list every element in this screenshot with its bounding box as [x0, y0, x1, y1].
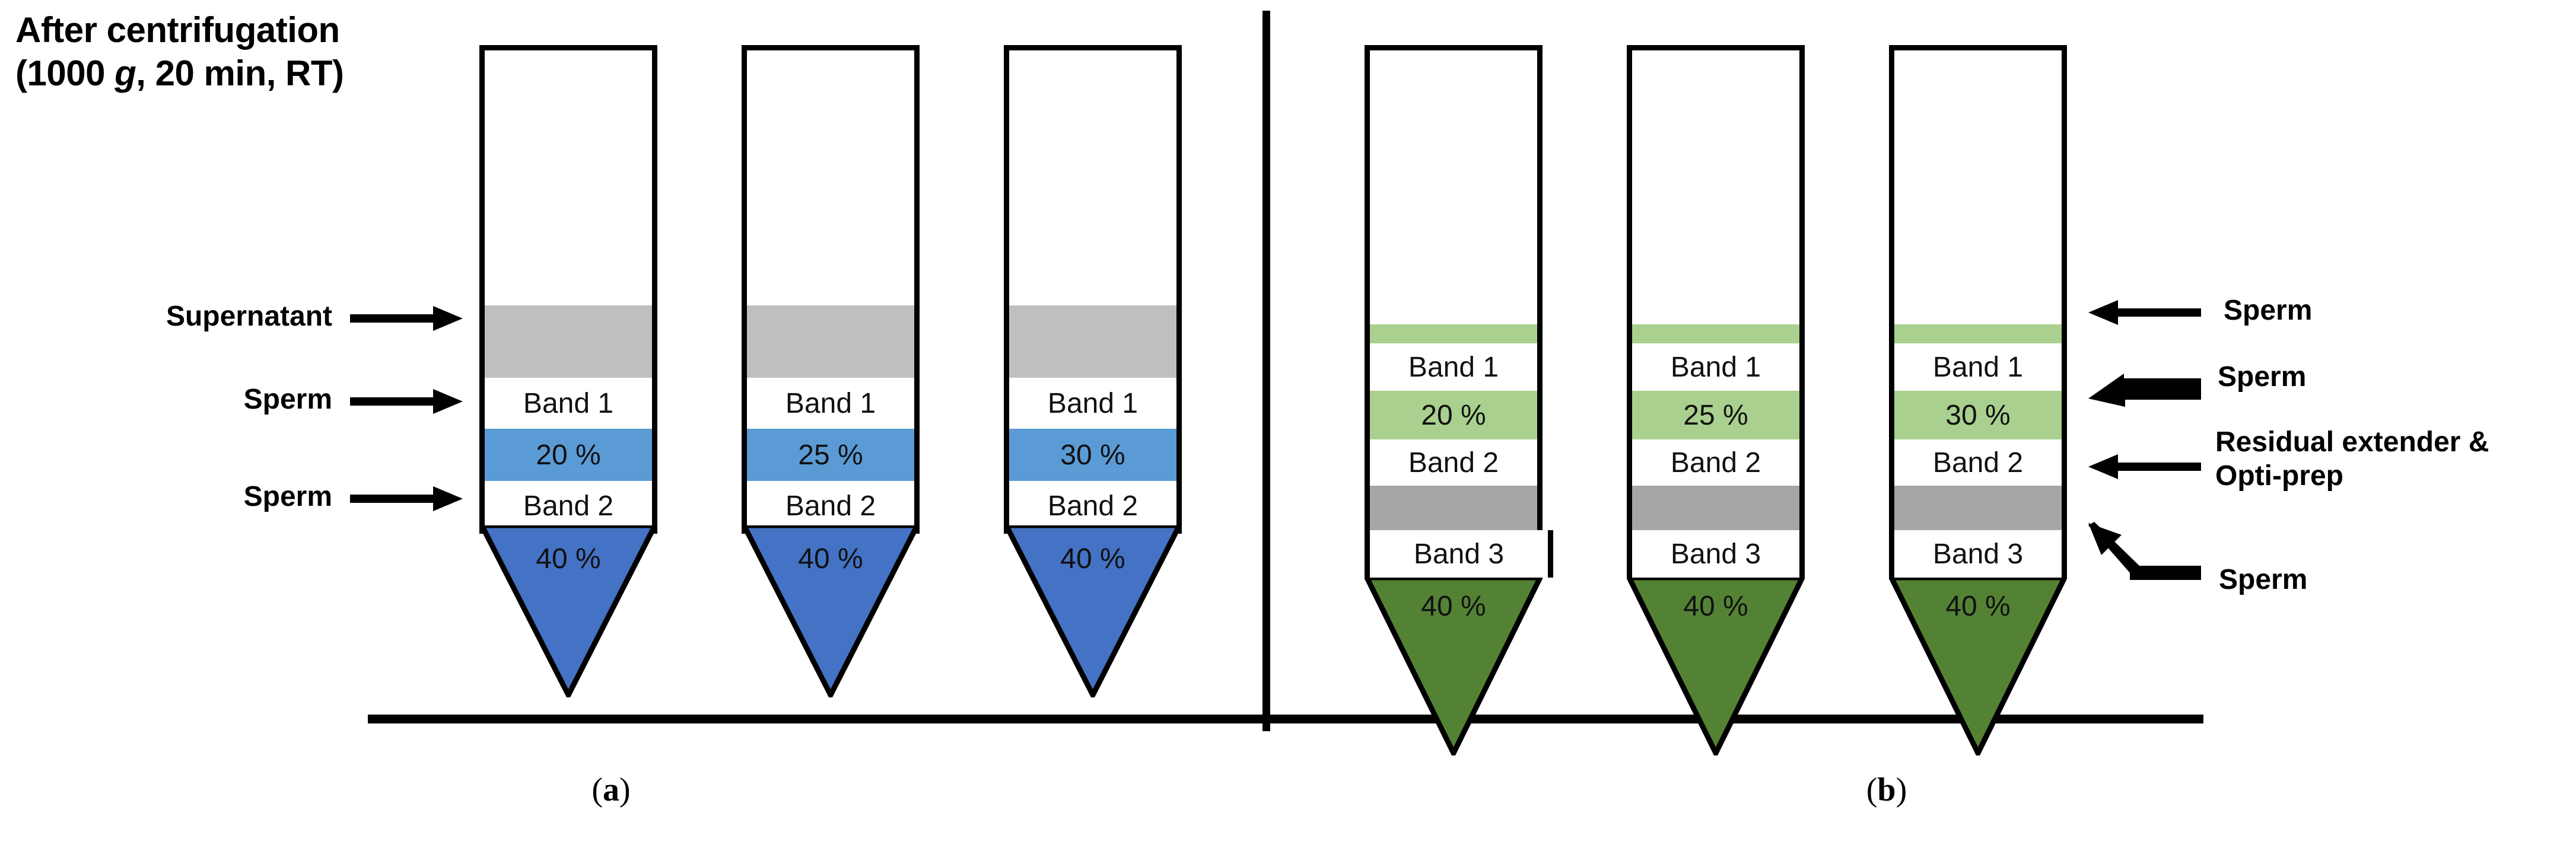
panel-divider [1262, 11, 1270, 731]
tube-b-3-layer-thin-gradient [1894, 324, 2062, 343]
tube-a-1-tip [479, 525, 657, 697]
tube-a-3-body: Band 1 30 % Band 2 [1004, 45, 1182, 534]
annotation-residual-extender-line1: Residual extender & [2215, 426, 2489, 458]
tube-b-2: Band 1 25 % Band 2 Band 3 40 % [1627, 45, 1805, 755]
tube-b-1: Band 1 20 % Band 2 Band 3 40 % [1365, 45, 1553, 755]
tube-b-1-layer-band2: Band 2 [1370, 439, 1537, 486]
tube-a-1-layer-band1: Band 1 [485, 378, 652, 429]
tube-a-3-label-40: 40 % [1060, 543, 1125, 575]
tube-b-2-label-band3: Band 3 [1627, 530, 1805, 578]
tube-b-1-label-40: 40 % [1421, 590, 1486, 622]
figure-heading: After centrifugation (1000 g, 20 min, RT… [15, 8, 466, 95]
tube-b-1-layer-gradient-20: 20 % [1370, 391, 1537, 439]
arrow-sperm-b-band2-icon [2088, 374, 2201, 416]
tube-b-1-layer-band1: Band 1 [1370, 343, 1537, 391]
baseline-rule [368, 715, 2203, 723]
arrow-sperm-b-band1-icon [2088, 298, 2201, 327]
tube-a-1-layer-supernatant [485, 305, 652, 378]
tube-a-2-label-40: 40 % [798, 543, 863, 575]
tube-a-3-layer-band1: Band 1 [1009, 378, 1176, 429]
tube-b-3-layer-residual [1894, 486, 2062, 534]
tube-a-2-layer-supernatant [747, 305, 914, 378]
annotation-sperm-b-band2: Sperm [2218, 361, 2307, 393]
tube-b-2-layer-thin-gradient [1632, 324, 1799, 343]
annotation-sperm-band2: Sperm [243, 481, 332, 512]
tube-a-2: Band 1 25 % Band 2 40 % [742, 45, 920, 697]
tube-b-1-layer-thin-gradient [1370, 324, 1537, 343]
caption-panel-b-letter: b [1877, 772, 1896, 808]
tube-b-2-layer-band1: Band 1 [1632, 343, 1799, 391]
tube-b-3-layer-gradient-30: 30 % [1894, 391, 2062, 439]
tube-a-3-tip [1004, 525, 1182, 697]
tube-b-1-label-band3: Band 3 [1365, 530, 1553, 578]
tube-b-1-layer-residual [1370, 486, 1537, 534]
tube-b-3-tip [1889, 578, 2067, 755]
tube-b-3-layer-band1: Band 1 [1894, 343, 2062, 391]
tube-b-3-label-40: 40 % [1945, 590, 2011, 622]
tube-a-1-label-40: 40 % [536, 543, 601, 575]
tube-a-3-layer-gradient-30: 30 % [1009, 429, 1176, 481]
annotation-sperm-band1: Sperm [243, 384, 332, 415]
heading-line-1: After centrifugation [15, 10, 340, 50]
tube-a-1: Band 1 20 % Band 2 40 % [479, 45, 657, 697]
tube-a-2-layer-band1: Band 1 [747, 378, 914, 429]
arrow-residual-extender-icon [2088, 452, 2201, 482]
annotation-residual-extender: Residual extender & Opti-prep [2215, 426, 2576, 493]
tube-b-2-layer-residual [1632, 486, 1799, 534]
tube-a-3-layer-band2: Band 2 [1009, 481, 1176, 531]
arrow-sperm-band2-icon [350, 484, 463, 514]
tube-b-2-label-40: 40 % [1683, 590, 1748, 622]
tube-b-1-body: Band 1 20 % Band 2 [1365, 45, 1543, 534]
annotation-residual-extender-line2: Opti-prep [2215, 460, 2343, 492]
tube-b-2-layer-band2: Band 2 [1632, 439, 1799, 486]
tube-a-1-body: Band 1 20 % Band 2 [479, 45, 657, 534]
tube-a-1-layer-band2: Band 2 [485, 481, 652, 531]
heading-line-2: (1000 g, 20 min, RT) [15, 52, 466, 95]
annotation-sperm-b-band3: Sperm [2219, 564, 2308, 595]
tube-a-2-body: Band 1 25 % Band 2 [742, 45, 920, 534]
tube-b-1-tip [1365, 578, 1543, 755]
arrow-sperm-b-band3-icon [2088, 522, 2201, 587]
tube-b-3: Band 1 30 % Band 2 Band 3 40 % [1889, 45, 2067, 755]
tube-b-2-tip [1627, 578, 1805, 755]
caption-panel-b: (b) [1866, 772, 1907, 808]
arrow-sperm-band1-icon [350, 387, 463, 416]
annotation-sperm-b-band1: Sperm [2224, 295, 2313, 326]
tube-b-2-layer-gradient-25: 25 % [1632, 391, 1799, 439]
tube-b-2-body: Band 1 25 % Band 2 [1627, 45, 1805, 534]
tube-a-3: Band 1 30 % Band 2 40 % [1004, 45, 1182, 697]
tube-b-3-layer-band2: Band 2 [1894, 439, 2062, 486]
heading-line2-post: , 20 min, RT) [136, 53, 344, 94]
annotation-supernatant: Supernatant [166, 301, 332, 332]
tube-a-1-layer-gradient-20: 20 % [485, 429, 652, 481]
tube-b-3-label-band3: Band 3 [1889, 530, 2067, 578]
tube-a-2-layer-gradient-25: 25 % [747, 429, 914, 481]
heading-line2-pre: (1000 [15, 53, 115, 94]
tube-b-3-body: Band 1 30 % Band 2 [1889, 45, 2067, 534]
caption-panel-a: (a) [591, 772, 631, 808]
tube-a-3-layer-supernatant [1009, 305, 1176, 378]
caption-panel-a-letter: a [603, 772, 619, 808]
heading-line2-italic-g: g [115, 53, 136, 94]
tube-a-2-layer-band2: Band 2 [747, 481, 914, 531]
tube-a-2-tip [742, 525, 920, 697]
arrow-supernatant-icon [350, 304, 463, 333]
